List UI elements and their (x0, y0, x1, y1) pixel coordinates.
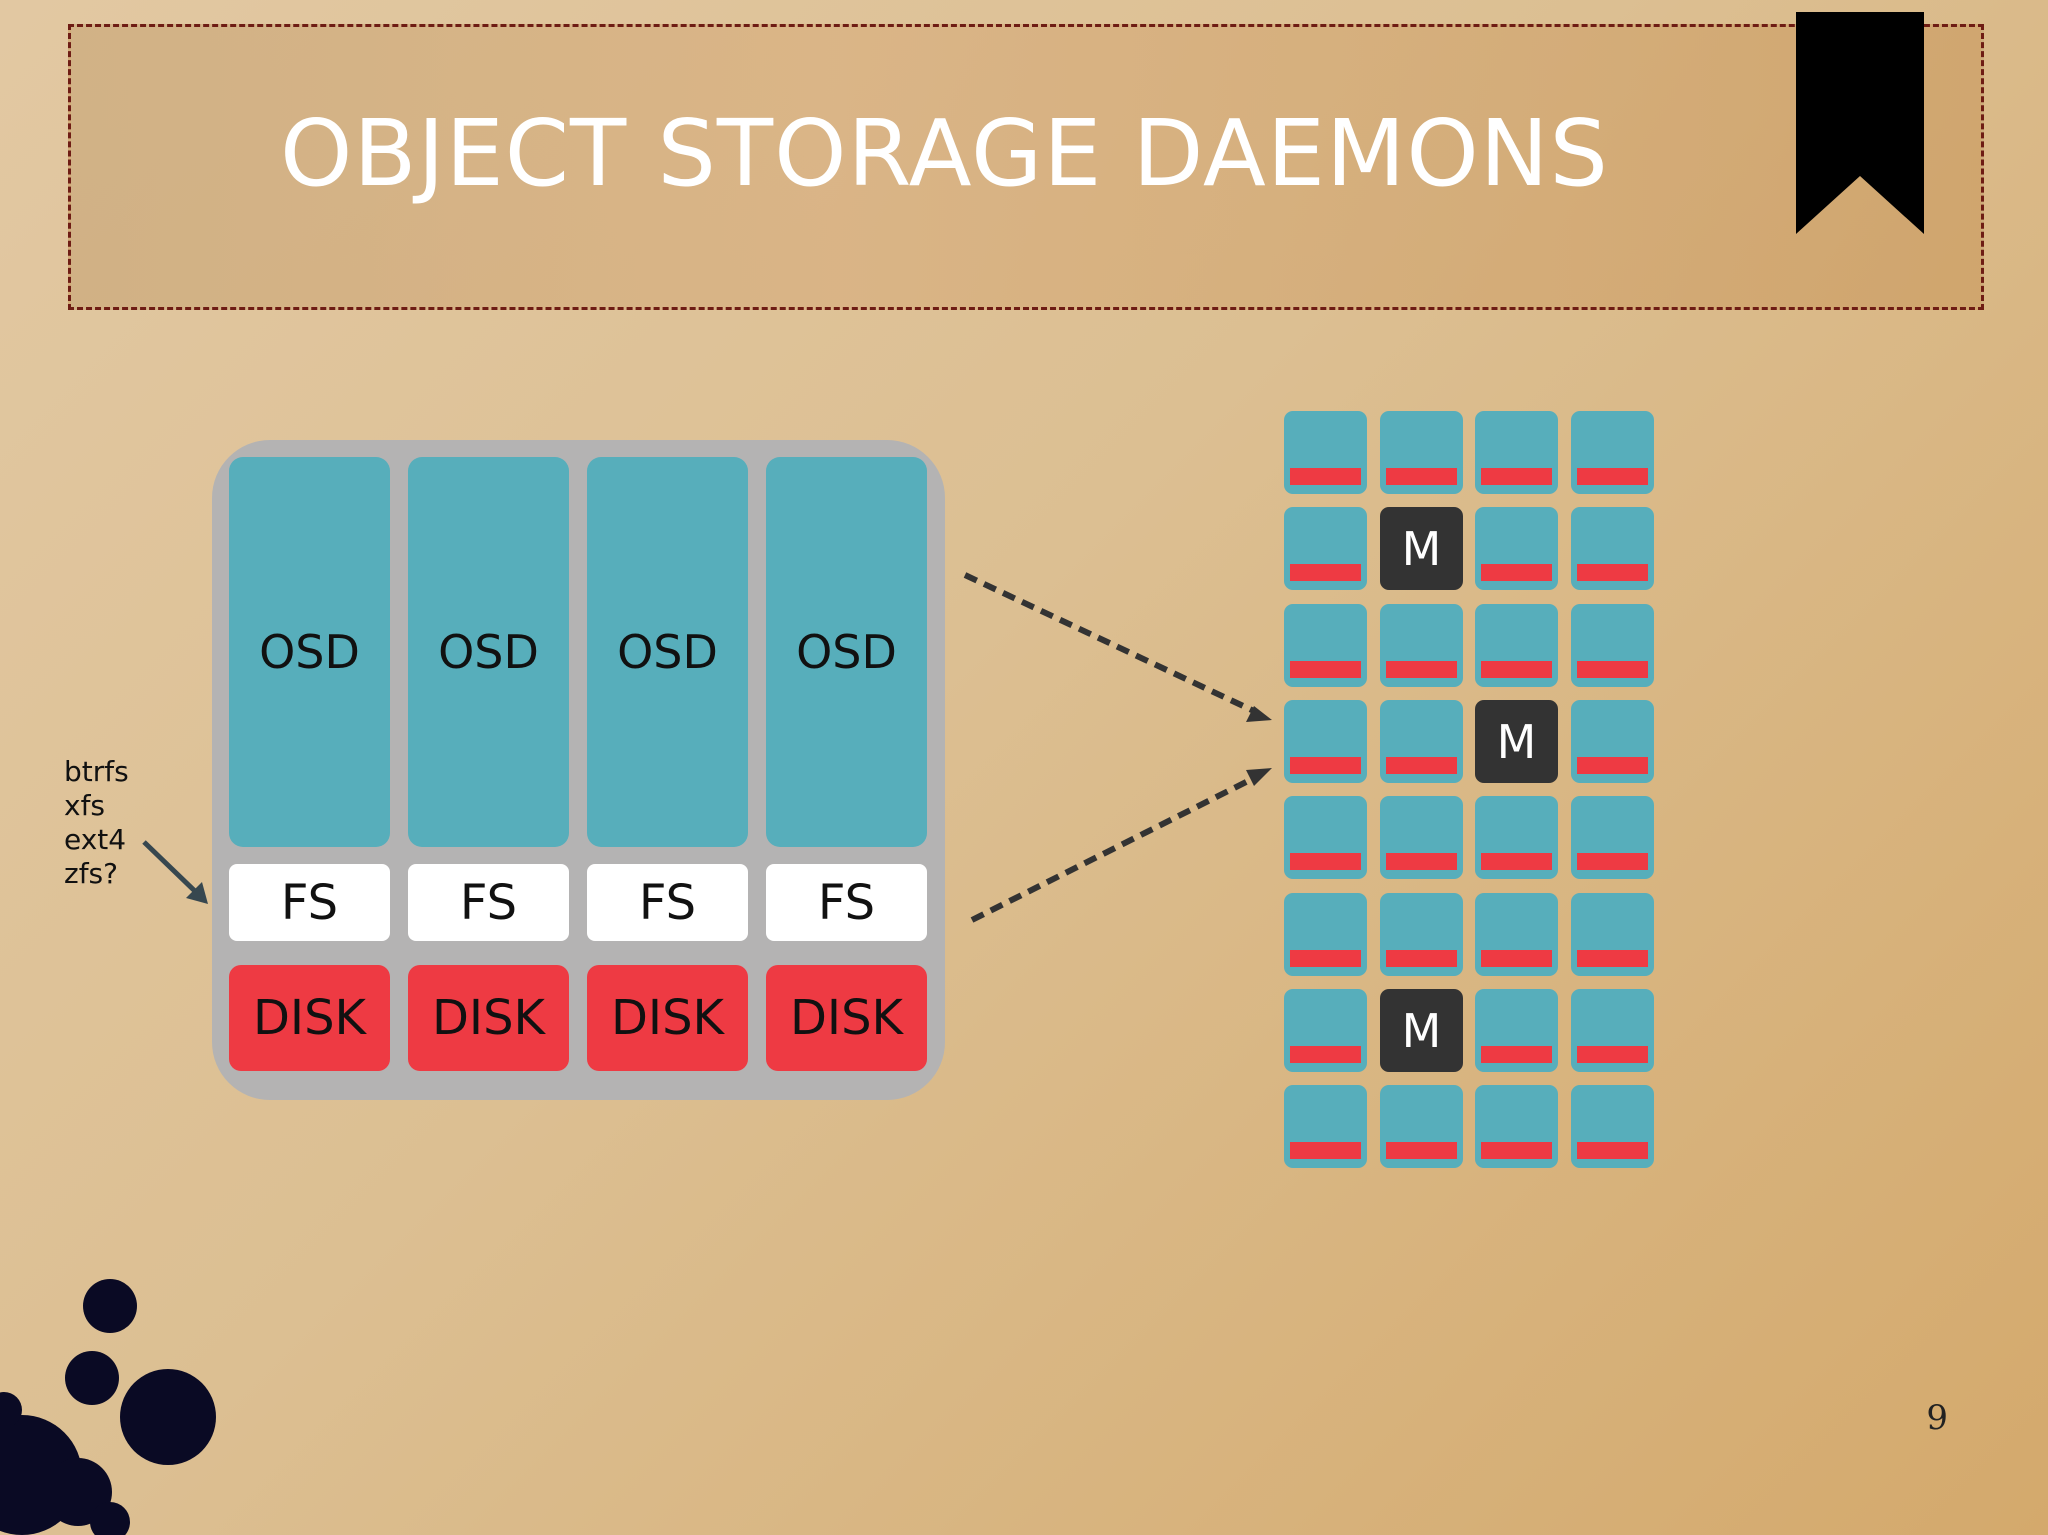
title-box (68, 24, 1984, 310)
disk-block: DISK (408, 965, 569, 1071)
osd-node (1571, 796, 1654, 879)
osd-node-disk-bar (1577, 661, 1648, 678)
monitor-node: M (1380, 507, 1463, 590)
filesystem-item: zfs? (64, 857, 119, 890)
osd-node-disk-bar (1290, 1046, 1361, 1063)
osd-node (1380, 1085, 1463, 1168)
osd-node (1284, 893, 1367, 976)
host-to-cluster-arrows (963, 572, 1272, 923)
osd-node-disk-bar (1386, 950, 1457, 967)
monitor-node: M (1380, 989, 1463, 1072)
osd-block: OSD (229, 457, 390, 847)
monitor-node: M (1475, 700, 1558, 783)
filesystem-list: btrfs xfs ext4 zfs? (64, 755, 129, 891)
osd-node (1380, 893, 1463, 976)
osd-node (1284, 507, 1367, 590)
osd-node-disk-bar (1386, 853, 1457, 870)
osd-node (1284, 989, 1367, 1072)
osd-node-disk-bar (1386, 757, 1457, 774)
filesystem-item: xfs (64, 789, 106, 822)
page-number: 9 (1926, 1398, 1948, 1438)
fs-block: FS (766, 864, 927, 941)
disk-block: DISK (766, 965, 927, 1071)
disk-block: DISK (229, 965, 390, 1071)
osd-node (1571, 604, 1654, 687)
osd-node-disk-bar (1386, 661, 1457, 678)
osd-node-disk-bar (1577, 757, 1648, 774)
cluster-grid: M M M (1284, 411, 1656, 1171)
slide-title: OBJECT STORAGE DAEMONS (280, 100, 1609, 207)
filesystem-arrow-icon (142, 840, 208, 904)
osd-node-disk-bar (1386, 1142, 1457, 1159)
osd-node (1380, 700, 1463, 783)
osd-node-disk-bar (1577, 1142, 1648, 1159)
osd-node (1571, 507, 1654, 590)
osd-node-disk-bar (1577, 853, 1648, 870)
osd-node (1380, 411, 1463, 494)
osd-block: OSD (587, 457, 748, 847)
osd-node-disk-bar (1481, 950, 1552, 967)
osd-node-disk-bar (1481, 1142, 1552, 1159)
ink-splatter-icon (0, 1279, 216, 1535)
osd-node-disk-bar (1481, 564, 1552, 581)
osd-node (1571, 411, 1654, 494)
osd-node (1571, 893, 1654, 976)
osd-node-disk-bar (1481, 468, 1552, 485)
osd-node-disk-bar (1481, 1046, 1552, 1063)
fs-block: FS (408, 864, 569, 941)
osd-node-disk-bar (1577, 468, 1648, 485)
fs-block: FS (587, 864, 748, 941)
osd-node-disk-bar (1481, 853, 1552, 870)
osd-node (1475, 989, 1558, 1072)
osd-node-disk-bar (1290, 564, 1361, 581)
osd-node (1571, 1085, 1654, 1168)
osd-node-disk-bar (1577, 564, 1648, 581)
osd-node (1284, 411, 1367, 494)
osd-node-disk-bar (1386, 468, 1457, 485)
osd-node (1284, 604, 1367, 687)
disk-block: DISK (587, 965, 748, 1071)
osd-node (1380, 604, 1463, 687)
osd-node (1475, 507, 1558, 590)
osd-node-disk-bar (1290, 853, 1361, 870)
filesystem-item: btrfs (64, 755, 129, 788)
osd-node-disk-bar (1577, 1046, 1648, 1063)
filesystem-item: ext4 (64, 823, 127, 856)
osd-node (1475, 1085, 1558, 1168)
osd-node (1284, 700, 1367, 783)
osd-node (1475, 411, 1558, 494)
osd-node-disk-bar (1290, 1142, 1361, 1159)
osd-node (1571, 700, 1654, 783)
osd-node-disk-bar (1290, 950, 1361, 967)
osd-node (1284, 796, 1367, 879)
osd-node (1380, 796, 1463, 879)
osd-node-disk-bar (1290, 757, 1361, 774)
osd-node (1571, 989, 1654, 1072)
osd-block: OSD (766, 457, 927, 847)
osd-host: OSD FS DISK OSD FS DISK OSD FS DISK OSD … (212, 440, 945, 1100)
osd-node (1475, 796, 1558, 879)
osd-node (1475, 893, 1558, 976)
osd-node-disk-bar (1481, 661, 1552, 678)
osd-node-disk-bar (1290, 661, 1361, 678)
bookmark-ribbon-icon (1796, 12, 1924, 234)
fs-block: FS (229, 864, 390, 941)
osd-node (1475, 604, 1558, 687)
osd-node (1284, 1085, 1367, 1168)
osd-block: OSD (408, 457, 569, 847)
osd-node-disk-bar (1290, 468, 1361, 485)
osd-node-disk-bar (1577, 950, 1648, 967)
